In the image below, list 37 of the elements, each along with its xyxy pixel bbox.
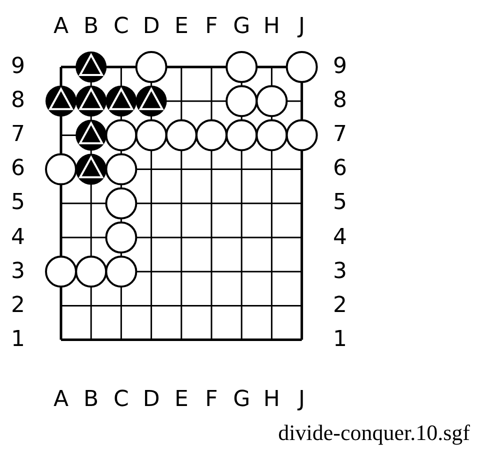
- coordinate-label: 7: [333, 124, 347, 146]
- coordinate-label: J: [298, 16, 306, 38]
- coordinate-label: 3: [11, 260, 25, 283]
- coordinate-label: H: [263, 16, 280, 38]
- coordinate-label: 8: [333, 90, 347, 112]
- coordinate-label: F: [205, 16, 218, 38]
- coordinate-label: 5: [333, 192, 347, 214]
- coordinate-label: D: [142, 16, 160, 38]
- coordinate-label: 6: [11, 158, 25, 180]
- coordinate-label: J: [298, 389, 306, 411]
- coordinate-label: 5: [11, 192, 25, 214]
- file-name-caption: divide-conquer.10.sgf: [278, 420, 470, 446]
- coordinate-label: 6: [333, 158, 347, 180]
- coordinate-label: 4: [333, 226, 347, 248]
- coordinate-label: 1: [333, 328, 347, 351]
- coordinate-label: 2: [333, 294, 347, 317]
- coordinate-label: 7: [11, 124, 25, 146]
- coordinate-label: G: [233, 389, 250, 411]
- coordinate-label: E: [174, 389, 188, 411]
- coordinate-label: H: [263, 389, 280, 411]
- coordinate-label: 2: [11, 294, 25, 317]
- coordinate-label: B: [84, 389, 99, 411]
- coordinate-label: C: [114, 16, 129, 38]
- coordinate-label: F: [205, 389, 218, 411]
- coordinate-label: 9: [11, 56, 25, 78]
- coordinate-label: 9: [333, 56, 347, 78]
- coordinate-label: A: [53, 389, 69, 411]
- coordinate-label: G: [233, 16, 250, 38]
- coordinate-label: 8: [11, 90, 25, 112]
- coordinate-label: 4: [11, 226, 25, 248]
- coordinate-label: D: [142, 389, 160, 411]
- coordinate-label: 1: [11, 328, 25, 351]
- coordinate-label: C: [114, 389, 129, 411]
- coordinate-label: A: [53, 16, 69, 38]
- coordinate-label: B: [84, 16, 99, 38]
- coordinate-label: 3: [333, 260, 347, 283]
- coordinate-label: E: [174, 16, 188, 38]
